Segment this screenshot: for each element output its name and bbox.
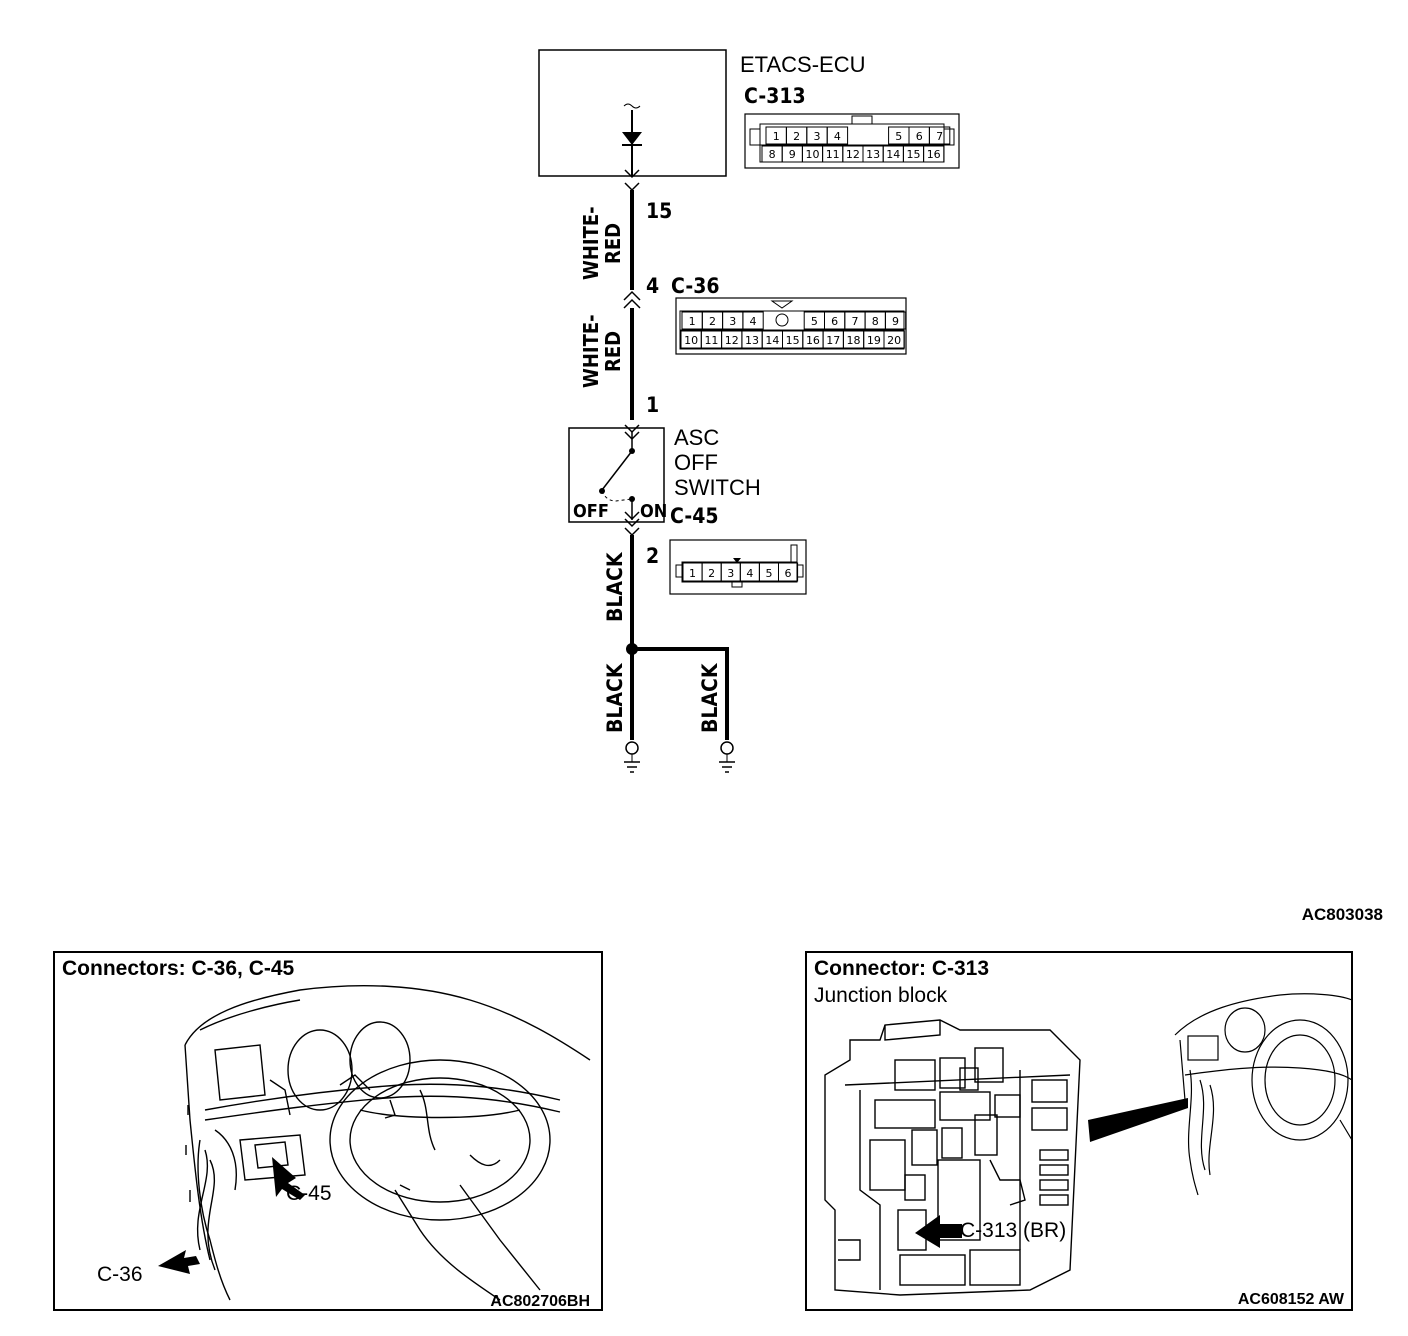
connector-pin-number: 1 [689,315,696,328]
wire-color-black-3: BLACK [698,662,722,733]
connector-pin-cell [923,145,945,163]
connector-pin-number: 17 [826,334,840,347]
switch-name-line3: SWITCH [674,475,761,500]
switch-lever [601,450,633,491]
asc-off-switch-box [568,427,665,523]
switch-off-label: OFF [573,501,609,522]
connector-pin-number: 15 [786,334,800,347]
connector-pin-cell [826,126,849,145]
ecu-name: ETACS-ECU [740,52,866,77]
connector-pin-number: 8 [872,315,879,328]
arrow-c313-icon [915,1215,962,1248]
panel-right-title: Connector: C-313 [814,957,989,980]
callout-c36: C-36 [97,1263,143,1286]
ground-icon [719,741,735,773]
panel-left-frame [53,951,603,1311]
connector-pin-number: 4 [746,567,753,580]
connector-pin-number: 5 [895,130,902,143]
ac-symbol [623,103,641,109]
connector-pin-number: 5 [765,567,772,580]
connector-pin-number: 15 [907,148,921,161]
connector-pin-cell [884,311,907,330]
connector-pin-number: 14 [765,334,779,347]
connector-pin-number: 11 [826,148,840,161]
switch-name-line2: OFF [674,450,718,475]
connector-pin-number: 18 [847,334,861,347]
connector-pin-number: 16 [806,334,820,347]
c36-junction-arrow [623,290,641,301]
arrow-c36-icon [158,1250,200,1274]
pointer-wedge [1088,1098,1188,1142]
dashboard-illustration [184,984,591,1301]
wire-color-black-1: BLACK [603,551,627,622]
connector-pin-cell [928,126,951,145]
ground-icon [624,741,640,773]
connector-pin-number: 9 [892,315,899,328]
connector-pin-number: 14 [886,148,900,161]
panel-left-title: Connectors: C-36, C-45 [62,957,295,980]
ecu-connector-id: C-313 [744,84,806,108]
connector-pin-number: 3 [729,315,736,328]
switch-pin-in: 1 [646,393,659,417]
connector-pin-number: 5 [811,315,818,328]
connector-pin-number: 16 [927,148,941,161]
wire-color-lower: WHITE-RED [579,314,625,388]
connector-pin-cell [742,311,764,330]
diode-icon [622,132,642,145]
arrow-c45-icon [272,1157,305,1200]
connector-pin-number: 2 [708,567,715,580]
connector-pin-number: 10 [684,334,698,347]
switch-on-label: ON [640,501,667,522]
c36-connector-id: C-36 [671,274,719,298]
panel-right-subtitle: Junction block [814,984,948,1007]
connector-pin-number: 12 [725,334,739,347]
panel-left-figure-id: AC802706BH [490,1293,590,1310]
c36-pin-in: 4 [646,274,659,298]
connector-pin-number: 7 [936,130,943,143]
connector-pin-number: 12 [846,148,860,161]
connector-pin-number: 6 [831,315,838,328]
callout-c45: C-45 [286,1182,332,1205]
ecu-pin-number: 15 [646,199,672,223]
switch-connector-id: C-45 [670,504,718,528]
connector-pin-number: 2 [793,130,800,143]
junction-block-illustration [824,1019,1081,1296]
connector-pin-number: 20 [887,334,901,347]
dashboard-inset-illustration [1174,993,1353,1196]
switch-name-line1: ASC [674,425,719,450]
connector-pin-number: 6 [916,130,923,143]
connector-pin-number: 7 [851,315,858,328]
callout-c313: C-313 (BR) [960,1219,1066,1242]
diagram-figure-id: AC803038 [1302,905,1383,924]
wire-color-upper: WHITE-RED [579,206,625,280]
connector-pin-number: 2 [709,315,716,328]
connector-pin-number: 8 [769,148,776,161]
connector-pin-number: 9 [789,148,796,161]
connector-pin-number: 4 [834,130,841,143]
connector-pin-number: 11 [704,334,718,347]
connector-pin-cell [778,562,799,582]
switch-pin-out: 2 [646,544,659,568]
connector-pin-cell [883,330,905,349]
wire-color-black-2: BLACK [603,662,627,733]
connector-pin-number: 1 [689,567,696,580]
connector-pin-number: 4 [750,315,757,328]
connector-pin-number: 3 [814,130,821,143]
connector-pin-number: 3 [727,567,734,580]
connector-pin-number: 1 [773,130,780,143]
panel-right-frame [805,951,1353,1311]
connector-pin-number: 6 [785,567,792,580]
connector-pin-number: 19 [867,334,881,347]
connector-pin-number: 10 [806,148,820,161]
connector-pin-number: 13 [866,148,880,161]
panel-right-figure-id: AC608152 AW [1238,1291,1345,1308]
connector-pin-number: 13 [745,334,759,347]
